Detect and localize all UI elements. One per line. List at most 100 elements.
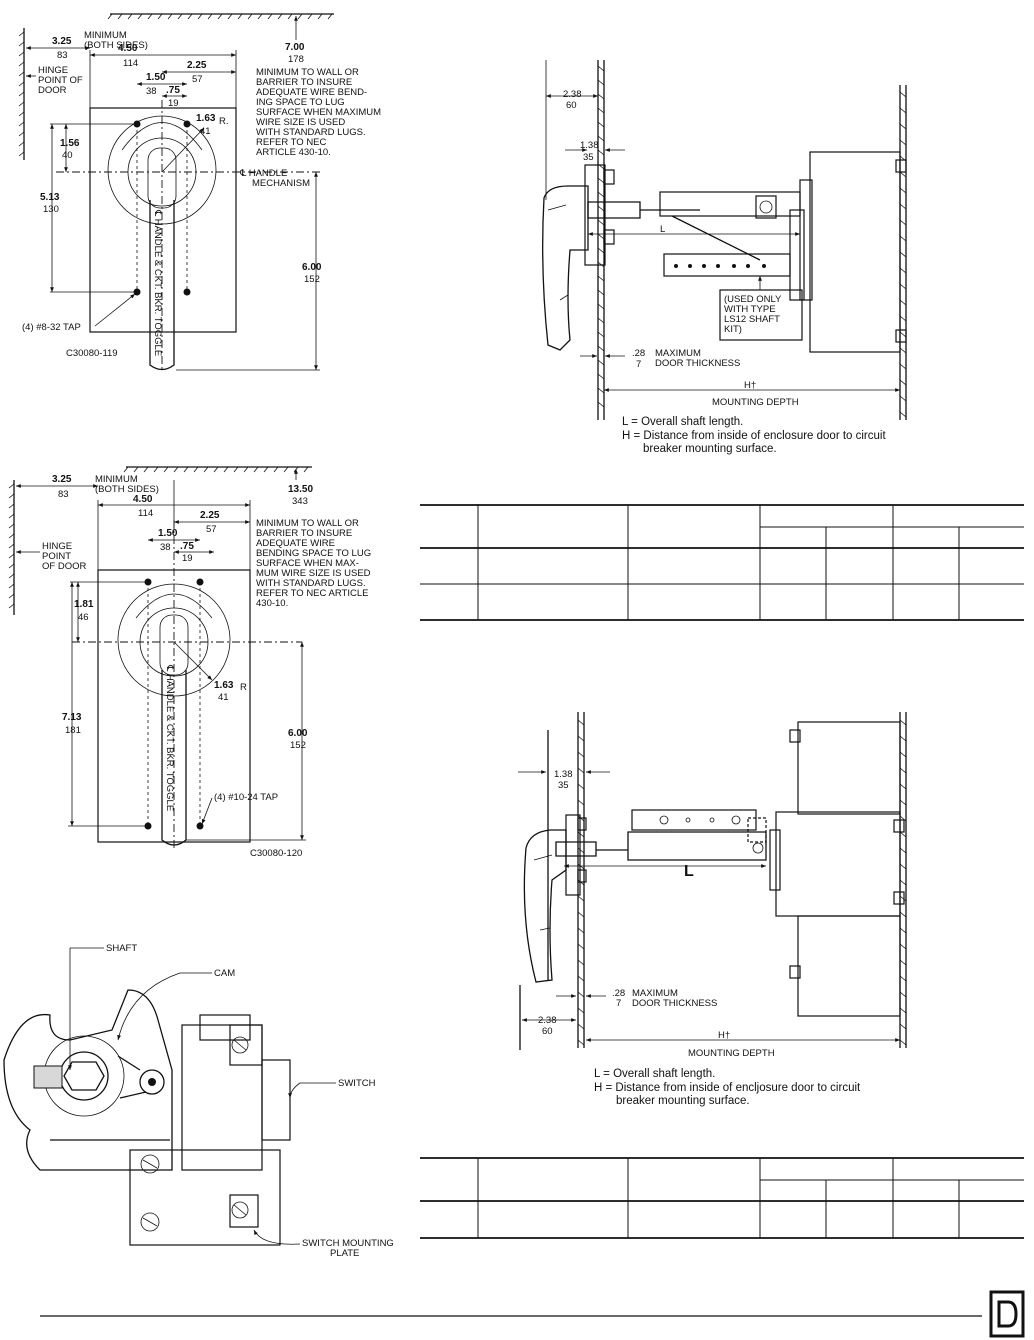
fig4-used-only-note: (USED ONLY WITH TYPE LS12 SHAFT KIT) xyxy=(724,294,782,335)
hinge-label-3: DOOR xyxy=(38,85,67,96)
svg-text:430-10.: 430-10. xyxy=(256,598,288,609)
dim-1-56: 1.56 xyxy=(60,138,80,149)
tap-label-1: (4) #8-32 TAP xyxy=(22,322,81,333)
wire-bending-note-1: MINIMUM TO WALL OR BARRIER TO INSURE ADE… xyxy=(256,67,381,158)
svg-text:LS12 SHAFT: LS12 SHAFT xyxy=(724,314,780,325)
fig4-L: L xyxy=(660,224,665,235)
dim-152: 152 xyxy=(304,274,320,285)
svg-text:ADEQUATE WIRE BEND-: ADEQUATE WIRE BEND- xyxy=(256,87,367,98)
handle-toggle-label-2: ℄ HANDLE & CKT. BKR. TOGGLE xyxy=(164,664,175,811)
fig5-dim-2-38: 2.38 xyxy=(538,1015,557,1026)
fig5-caption-H2: breaker mounting surface. xyxy=(616,1095,750,1107)
wire-bending-note-2: MINIMUM TO WALL OR BARRIER TO INSURE ADE… xyxy=(256,518,371,609)
switch-mounting-plate-label-2: PLATE xyxy=(330,1248,359,1259)
dim-41: 41 xyxy=(200,126,211,137)
hinge-label-2: POINT OF xyxy=(38,75,83,86)
dim2-83: 83 xyxy=(58,489,69,500)
hinge-label-2b: POINT xyxy=(42,551,71,562)
svg-text:ARTICLE 430-10.: ARTICLE 430-10. xyxy=(256,147,331,158)
cl-handle-label: ℄ HANDLE xyxy=(239,168,287,179)
fig5-mounting-depth: MOUNTING DEPTH xyxy=(688,1048,775,1059)
figure-1-mounting-dimensions: HINGE POINT OF DOOR 3.25 83 MINIMUM (BOT… xyxy=(18,13,381,371)
figure-4-shaft-side-view: 2.38 60 1.38 35 L (USED ONLY WITH TYPE L… xyxy=(542,60,907,455)
svg-text:SURFACE WHEN MAXIMUM: SURFACE WHEN MAXIMUM xyxy=(256,107,381,118)
dim2-57: 57 xyxy=(206,524,217,535)
dim2-343: 343 xyxy=(292,496,308,507)
dim-38: 38 xyxy=(146,86,157,97)
fig5-dim-0-28: .28 xyxy=(612,988,625,999)
svg-text:WITH STANDARD LUGS.: WITH STANDARD LUGS. xyxy=(256,127,366,138)
fig5-caption-L: L = Overall shaft length. xyxy=(594,1068,715,1080)
mounting-plate-1 xyxy=(89,107,237,333)
shaft-label: SHAFT xyxy=(106,943,137,954)
svg-text:SURFACE WHEN MAX-: SURFACE WHEN MAX- xyxy=(256,558,359,569)
dim2-6-00: 6.00 xyxy=(288,728,308,739)
fig4-caption-L: L = Overall shaft length. xyxy=(622,416,743,428)
hinge-label-1: HINGE xyxy=(38,65,68,76)
fig4-dim-1-38: 1.38 xyxy=(580,140,599,151)
figure-3-cam-switch-detail: SHAFT CAM SWITCH SWITCH MOUNTING PLATE xyxy=(3,943,394,1259)
fig4-dim-7: 7 xyxy=(636,359,641,370)
fig4-mounting-depth: MOUNTING DEPTH xyxy=(712,397,799,408)
dim-3-25: 3.25 xyxy=(52,36,72,47)
svg-text:KIT): KIT) xyxy=(724,324,742,335)
fig4-dim-0-28: .28 xyxy=(632,348,645,359)
fig4-dim-2-38: 2.38 xyxy=(563,89,582,100)
tap-label-2: (4) #10-24 TAP xyxy=(214,792,278,803)
svg-text:WIRE SIZE IS USED: WIRE SIZE IS USED xyxy=(256,117,345,128)
dim2-1-81: 1.81 xyxy=(74,599,94,610)
dim-5-13: 5.13 xyxy=(40,192,60,203)
svg-text:MUM WIRE SIZE IS USED: MUM WIRE SIZE IS USED xyxy=(256,568,371,579)
fig5-dim-35: 35 xyxy=(558,780,569,791)
top-wall-hatch-1 xyxy=(107,13,333,20)
drawing-code-1: C30080-119 xyxy=(66,348,118,359)
table-1-empty-grid xyxy=(420,504,1024,621)
svg-text:MINIMUM TO WALL OR: MINIMUM TO WALL OR xyxy=(256,67,359,78)
dim-4-50: 4.50 xyxy=(118,43,138,54)
dim2-1-50: 1.50 xyxy=(158,528,178,539)
dim-114: 114 xyxy=(123,58,138,69)
minimum-label-2: MINIMUM xyxy=(95,474,138,485)
radius-label-2: R xyxy=(240,682,247,693)
dim-0-75: .75 xyxy=(166,85,180,96)
svg-text:ING SPACE TO LUG: ING SPACE TO LUG xyxy=(256,97,345,108)
dim2-38: 38 xyxy=(160,542,171,553)
fig5-dim-60: 60 xyxy=(542,1026,553,1037)
fig5-dim-7: 7 xyxy=(616,998,621,1009)
fig4-caption-H: H = Distance from inside of enclosure do… xyxy=(622,430,886,442)
drawing-code-2: C30080-120 xyxy=(250,848,302,859)
svg-text:(USED ONLY: (USED ONLY xyxy=(724,294,782,305)
dim-6-00: 6.00 xyxy=(302,262,322,273)
dim2-46: 46 xyxy=(78,612,89,623)
svg-text:MINIMUM TO WALL OR: MINIMUM TO WALL OR xyxy=(256,518,359,529)
fig4-door-thickness: DOOR THICKNESS xyxy=(655,358,740,369)
svg-text:WITH STANDARD LUGS.: WITH STANDARD LUGS. xyxy=(256,578,366,589)
handle-toggle-label-1: ℄ HANDLE & CKT. BKR. TOGGLE xyxy=(152,209,163,356)
figure-2-mounting-dimensions: HINGE POINT OF DOOR 3.25 83 MINIMUM (BOT… xyxy=(8,466,371,859)
svg-text:REFER TO NEC: REFER TO NEC xyxy=(256,137,327,148)
svg-text:BARRIER TO INSURE: BARRIER TO INSURE xyxy=(256,528,352,539)
radius-label: R. xyxy=(219,116,229,127)
minimum-label: MINIMUM xyxy=(84,30,127,41)
cl-mechanism-label: MECHANISM xyxy=(252,178,310,189)
fig4-dim-60: 60 xyxy=(566,100,577,111)
svg-text:REFER TO NEC ARTICLE: REFER TO NEC ARTICLE xyxy=(256,588,368,599)
figure-5-shaft-side-view: 1.38 35 L .28 7 MAXIMUM DOOR THICKNESS 2… xyxy=(518,712,907,1107)
dim-2-25: 2.25 xyxy=(187,60,207,71)
dim-178: 178 xyxy=(288,54,304,65)
fig4-maximum: MAXIMUM xyxy=(655,348,701,359)
dim2-2-25: 2.25 xyxy=(200,510,220,521)
dim-7-00: 7.00 xyxy=(285,42,305,53)
switch-label: SWITCH xyxy=(338,1078,376,1089)
fig5-L: L xyxy=(684,863,694,880)
fig5-door-thickness: DOOR THICKNESS xyxy=(632,998,717,1009)
fig5-dim-1-38: 1.38 xyxy=(554,769,573,780)
both-sides-label-2: (BOTH SIDES) xyxy=(95,484,159,495)
svg-text:BENDING SPACE TO LUG: BENDING SPACE TO LUG xyxy=(256,548,371,559)
dim-57: 57 xyxy=(192,74,203,85)
fig4-H: H† xyxy=(744,380,756,391)
dim2-114: 114 xyxy=(138,508,153,519)
dim-19: 19 xyxy=(168,98,179,109)
dim2-181: 181 xyxy=(65,725,81,736)
svg-text:BARRIER TO INSURE: BARRIER TO INSURE xyxy=(256,77,352,88)
